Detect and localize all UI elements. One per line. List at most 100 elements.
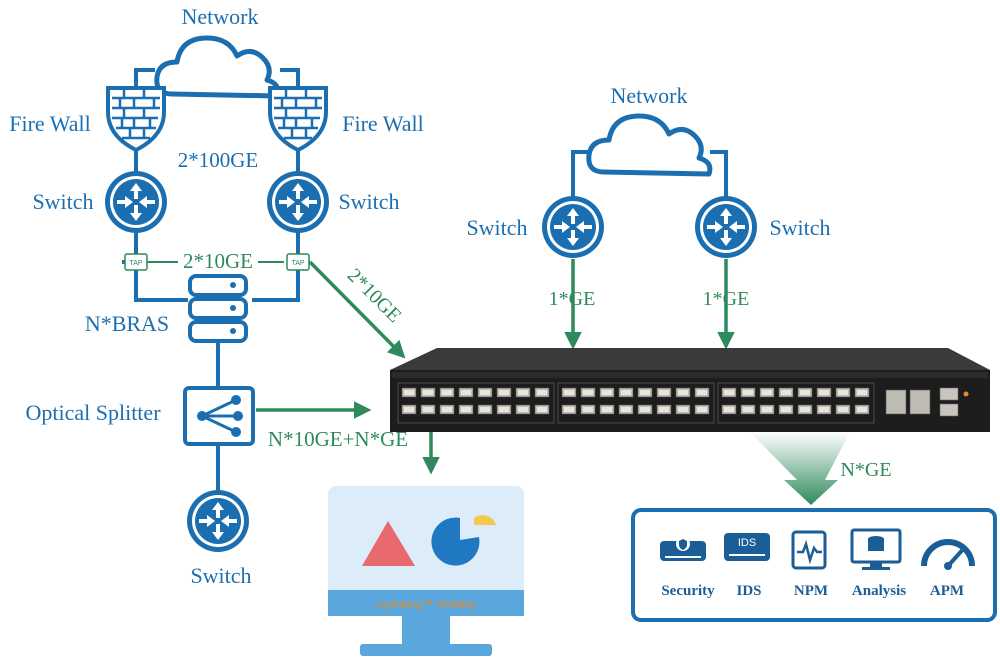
sfp-port: [656, 387, 672, 398]
bottom-switch-label: Switch: [190, 563, 251, 588]
sfp-port: [694, 404, 710, 415]
output-ge-label: N*GE: [840, 459, 891, 481]
sfp-port: [561, 404, 577, 415]
splitter-link-label: N*10GE+N*GE: [268, 427, 408, 451]
ids-appliance-icon: IDS: [724, 533, 770, 561]
tool-analysis-label: Analysis: [852, 583, 906, 599]
right-firewall-label: Fire Wall: [342, 111, 424, 136]
sfp-port: [477, 387, 493, 398]
sfp-port: [599, 387, 615, 398]
sfp-port: [458, 404, 474, 415]
sfp-port: [599, 404, 615, 415]
right-network-cloud-icon: [589, 116, 710, 174]
tool-security-label: Security: [661, 583, 715, 599]
sfp-port: [721, 387, 737, 398]
monitor-brand-label: mylinking™ Visibility: [376, 599, 476, 611]
sfp-port: [561, 387, 577, 398]
packet-broker-appliance: [390, 348, 990, 432]
sfp-port: [401, 404, 417, 415]
sfp-port: [580, 404, 596, 415]
sfp-port: [694, 387, 710, 398]
sfp-port: [816, 387, 832, 398]
sfp-port: [797, 387, 813, 398]
left-network-label: Network: [182, 4, 259, 29]
left-tap-label: TAP: [129, 260, 142, 267]
sfp-port: [420, 387, 436, 398]
apm-gauge-icon: [921, 539, 975, 570]
sfp-port: [637, 404, 653, 415]
sfp-port: [656, 404, 672, 415]
optical-splitter-label: Optical Splitter: [25, 400, 161, 425]
sfp-port: [778, 387, 794, 398]
sfp-port-groups: [397, 382, 931, 424]
pie-chart-icon: [431, 517, 480, 566]
diag-10ge-label: 2*10GE: [343, 264, 406, 327]
link-100ge-label: 2*100GE: [178, 148, 259, 172]
right-right-ge-label: 1*GE: [703, 288, 750, 310]
svg-text:IDS: IDS: [738, 537, 756, 549]
sfp-port: [420, 404, 436, 415]
left-switch-label: Switch: [32, 189, 93, 214]
npm-icon: [791, 530, 827, 570]
sfp-port: [675, 387, 691, 398]
right-topology-lines: [571, 150, 728, 198]
right-right-switch-icon: [695, 196, 757, 258]
qsfp-port: [885, 389, 907, 415]
sfp-port: [740, 404, 756, 415]
analysis-icon: [850, 528, 902, 570]
visibility-monitor: mylinking™ Visibility: [328, 486, 524, 656]
right-network-label: Network: [611, 83, 688, 108]
sfp-port: [496, 404, 512, 415]
sfp-port: [797, 404, 813, 415]
right-right-switch-label: Switch: [769, 215, 830, 240]
link-10ge-label: 2*10GE: [183, 249, 253, 273]
sfp-port: [477, 404, 493, 415]
right-left-switch-icon: [542, 196, 604, 258]
sfp-port: [515, 404, 531, 415]
right-switch-label: Switch: [338, 189, 399, 214]
sfp-port: [534, 387, 550, 398]
sfp-port: [778, 404, 794, 415]
left-switch-icon: [105, 171, 167, 233]
left-firewall-label: Fire Wall: [9, 111, 91, 136]
sfp-port: [816, 404, 832, 415]
sfp-port: [458, 387, 474, 398]
bras-server-icon: [188, 274, 248, 343]
left-firewall-icon: [106, 86, 166, 152]
sfp-port: [854, 404, 870, 415]
sfp-port: [835, 387, 851, 398]
sfp-port: [740, 387, 756, 398]
right-firewall-icon: [268, 86, 328, 152]
tool-ids-label: IDS: [736, 583, 761, 599]
right-left-switch-label: Switch: [466, 215, 527, 240]
sfp-port: [854, 387, 870, 398]
sfp-port: [759, 387, 775, 398]
sfp-port: [759, 404, 775, 415]
optical-splitter-icon: [183, 386, 255, 446]
bras-label: N*BRAS: [85, 311, 169, 336]
sfp-port: [618, 387, 634, 398]
bottom-switch-icon: [187, 490, 249, 552]
diag-10ge-arrow: [308, 260, 406, 359]
right-switch-icon: [267, 171, 329, 233]
sfp-port: [675, 404, 691, 415]
sfp-port: [496, 387, 512, 398]
left-network-cloud-icon: [157, 38, 278, 96]
sfp-port: [580, 387, 596, 398]
tool-npm-label: NPM: [794, 583, 828, 599]
sfp-port: [637, 387, 653, 398]
right-tap-label: TAP: [291, 260, 304, 267]
tool-apm-label: APM: [930, 583, 964, 599]
sfp-port: [401, 387, 417, 398]
sfp-port: [439, 404, 455, 415]
sfp-port: [618, 404, 634, 415]
sfp-port: [534, 404, 550, 415]
sfp-port: [439, 387, 455, 398]
sfp-port: [515, 387, 531, 398]
security-appliance-icon: [660, 537, 706, 561]
qsfp-port: [909, 389, 931, 415]
sfp-port: [835, 404, 851, 415]
right-left-ge-label: 1*GE: [549, 288, 596, 310]
tools-funnel-arrow: [750, 432, 850, 505]
